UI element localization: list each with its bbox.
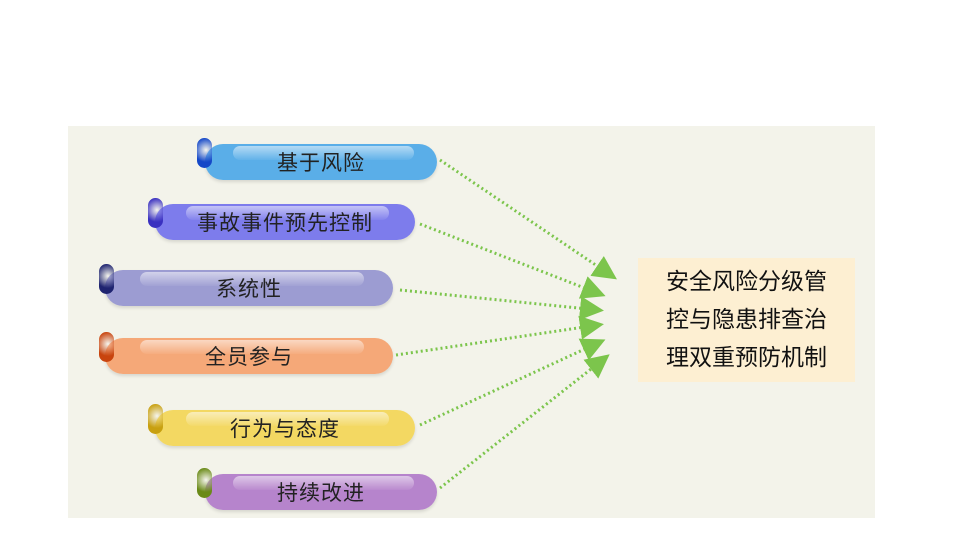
arrow [439,158,617,280]
target-box: 安全风险分级管 控与隐患排查治 理双重预防机制 [638,258,855,382]
item-label: 基于风险 [277,151,365,175]
arrow [419,338,606,427]
target-line: 控与隐患排查治 [666,307,827,333]
item-risk-based: 基于风险 [205,144,437,180]
item-cap [197,468,212,498]
item-full-participation: 全员参与 [105,338,393,374]
item-accident-precontrol: 事故事件预先控制 [155,204,415,240]
arrow [419,222,606,299]
item-behavior-attitude: 行为与态度 [155,410,415,446]
arrow [399,288,604,321]
item-systematic: 系统性 [105,270,393,306]
item-label: 行为与态度 [230,417,340,441]
target-line: 安全风险分级管 [666,269,827,295]
item-continuous-improvement: 持续改进 [205,474,437,510]
arrow [395,315,604,357]
item-cap [197,138,212,168]
item-label: 事故事件预先控制 [197,211,373,235]
item-cap [99,264,114,294]
item-label: 持续改进 [277,481,365,505]
item-cap [99,332,114,362]
target-line: 理双重预防机制 [666,345,827,371]
item-label: 全员参与 [205,345,293,369]
item-cap [148,198,163,228]
arrow [439,354,610,490]
item-label: 系统性 [216,277,282,301]
item-cap [148,404,163,434]
